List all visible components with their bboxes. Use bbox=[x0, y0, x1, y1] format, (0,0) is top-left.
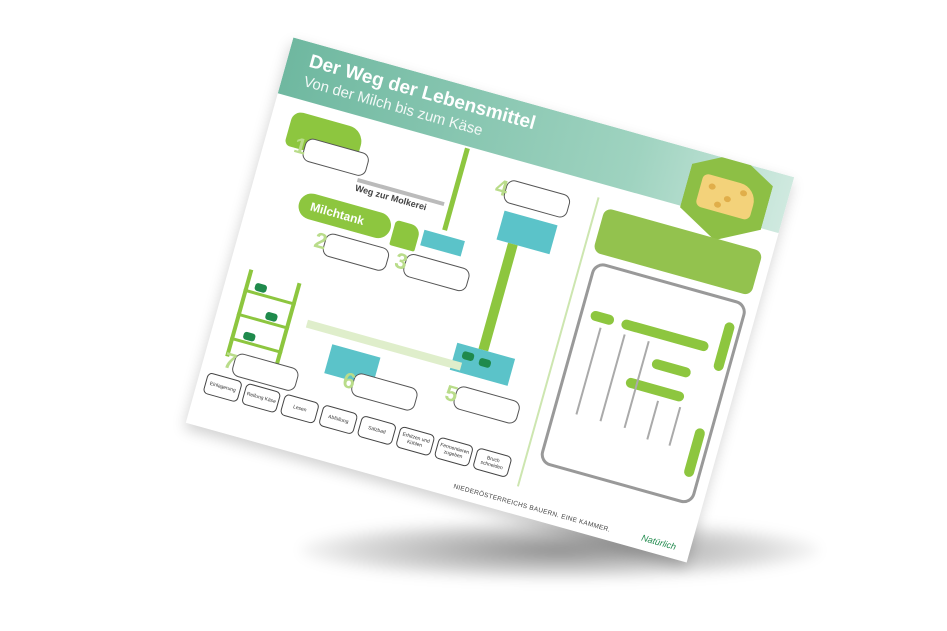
process-step-pill bbox=[620, 318, 710, 353]
shelf bbox=[243, 288, 297, 306]
answer-label[interactable]: Fermentieren zugeben bbox=[433, 436, 475, 468]
pipe bbox=[442, 147, 470, 231]
cheese-icon bbox=[695, 173, 758, 221]
answer-label[interactable]: Erhitzen und Kühlen bbox=[395, 425, 436, 457]
flow-arrow bbox=[599, 334, 626, 422]
milk-vat bbox=[420, 229, 465, 257]
answer-box-5[interactable] bbox=[451, 384, 522, 426]
truck-cab bbox=[389, 219, 422, 252]
worksheet-card: Der Weg der Lebensmittel Von der Milch b… bbox=[185, 37, 795, 563]
pipe bbox=[478, 242, 518, 352]
flow-arrow bbox=[575, 327, 602, 415]
answer-box-3[interactable] bbox=[401, 252, 472, 294]
answer-label[interactable]: Bruch schneiden bbox=[472, 447, 513, 479]
answer-label[interactable]: Salzbad bbox=[356, 414, 398, 446]
process-step-pill bbox=[650, 358, 692, 379]
card-shadow bbox=[300, 520, 820, 580]
answer-label[interactable]: Abfüllung bbox=[317, 404, 359, 436]
footer-signature: Natürlich bbox=[640, 532, 678, 552]
answer-box-6[interactable] bbox=[349, 371, 420, 413]
process-step-pill bbox=[682, 427, 707, 479]
shelf bbox=[236, 312, 290, 330]
flow-arrow bbox=[668, 406, 682, 446]
flow-arrow bbox=[646, 400, 660, 440]
process-step-pill bbox=[589, 309, 616, 326]
answer-label[interactable]: Lesen bbox=[279, 393, 321, 425]
process-step-pill bbox=[712, 321, 736, 373]
